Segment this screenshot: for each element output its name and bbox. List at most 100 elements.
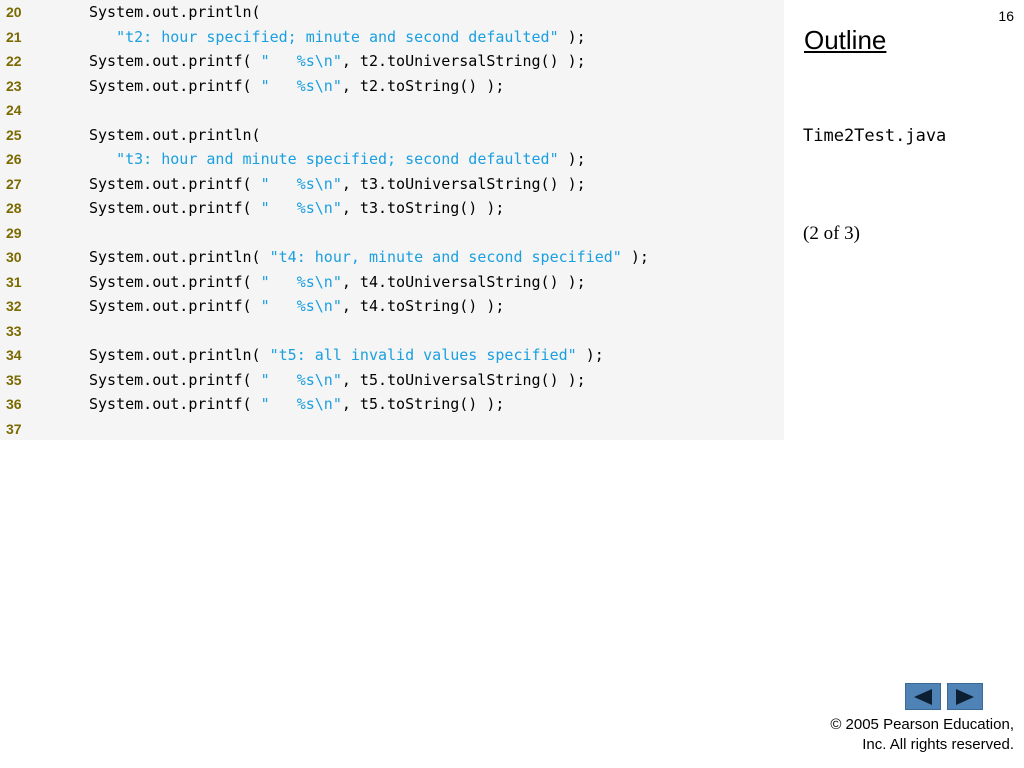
- line-number: 22: [6, 53, 22, 69]
- line-number: 31: [6, 273, 22, 290]
- code-token: System.out.printf(: [89, 199, 261, 217]
- copyright-line-2: Inc. All rights reserved.: [862, 736, 1014, 753]
- code-token: , t3.toString() );: [341, 199, 505, 217]
- code-line: 31 System.out.printf( " %s\n", t4.toUnive…: [0, 270, 784, 294]
- code-text: System.out.printf( " %s\n", t2.toString(…: [89, 74, 504, 98]
- string-literal: "t3: hour and minute specified; second d…: [116, 150, 559, 168]
- code-line: 34 System.out.println( "t5: all invalid v…: [0, 343, 784, 367]
- line-number: 26: [6, 151, 22, 167]
- line-number: 27: [6, 175, 22, 192]
- code-line: 32 System.out.printf( " %s\n", t4.toStrin…: [0, 294, 784, 318]
- line-number: 28: [6, 200, 22, 216]
- line-number: 30: [6, 249, 22, 265]
- string-literal: " %s\n": [260, 199, 342, 217]
- page-number: 16: [998, 8, 1014, 24]
- line-number: 35: [6, 371, 22, 388]
- line-number: 29: [6, 224, 22, 241]
- code-line: 37: [0, 417, 784, 441]
- outline-title[interactable]: Outline: [804, 25, 887, 55]
- code-text: System.out.println( "t4: hour, minute an…: [89, 245, 649, 269]
- line-number: 37: [6, 420, 22, 437]
- code-line: 33: [0, 319, 784, 343]
- code-text: System.out.printf( " %s\n", t4.toUnivers…: [89, 270, 586, 294]
- code-token: , t5.toString() );: [341, 395, 505, 413]
- file-name-label: Time2Test.java: [803, 126, 947, 146]
- code-line: 35 System.out.printf( " %s\n", t5.toUnive…: [0, 368, 784, 392]
- code-line: 36 System.out.printf( " %s\n", t5.toStrin…: [0, 392, 784, 416]
- code-token: , t2.toUniversalString() );: [341, 52, 586, 70]
- right-triangle-icon: [956, 688, 974, 705]
- code-token: );: [576, 346, 604, 364]
- copyright-notice: © 2005 Pearson Education, Inc. All right…: [830, 715, 1014, 755]
- part-indicator: (2 of 3): [803, 223, 860, 244]
- string-literal: "t4: hour, minute and second specified": [269, 248, 622, 266]
- code-text: System.out.println( "t5: all invalid val…: [89, 343, 604, 367]
- string-literal: " %s\n": [260, 52, 342, 70]
- code-token: System.out.printf(: [89, 370, 261, 389]
- string-literal: " %s\n": [260, 297, 342, 315]
- code-token: , t3.toUniversalString() );: [341, 174, 586, 193]
- code-line: 20 System.out.println(: [0, 0, 784, 24]
- code-line: 23 System.out.printf( " %s\n", t2.toStrin…: [0, 74, 784, 98]
- code-text: System.out.printf( " %s\n", t3.toUnivers…: [89, 172, 586, 196]
- left-triangle-icon: [914, 688, 932, 705]
- string-literal: " %s\n": [260, 395, 342, 413]
- code-line: 25 System.out.println(: [0, 123, 784, 147]
- code-text: "t2: hour specified; minute and second d…: [89, 25, 586, 49]
- code-token: System.out.printf(: [89, 297, 261, 315]
- code-token: System.out.printf(: [89, 395, 261, 413]
- code-token: System.out.printf(: [89, 174, 261, 193]
- code-token: System.out.printf(: [89, 76, 261, 95]
- code-token: System.out.println(: [89, 3, 261, 21]
- line-number: 21: [6, 28, 22, 45]
- line-number: 34: [6, 347, 22, 363]
- code-line: 27 System.out.printf( " %s\n", t3.toUnive…: [0, 172, 784, 196]
- code-text: System.out.printf( " %s\n", t4.toString(…: [89, 294, 504, 318]
- code-token: [89, 28, 116, 46]
- copyright-line-1: © 2005 Pearson Education,: [830, 716, 1014, 733]
- code-line: 28 System.out.printf( " %s\n", t3.toStrin…: [0, 196, 784, 220]
- code-token: System.out.printf(: [89, 272, 261, 291]
- next-slide-button[interactable]: [947, 683, 983, 710]
- code-text: System.out.printf( " %s\n", t5.toUnivers…: [89, 368, 586, 392]
- code-token: );: [621, 248, 649, 266]
- code-line: 26 "t3: hour and minute specified; secon…: [0, 147, 784, 171]
- code-text: System.out.printf( " %s\n", t5.toString(…: [89, 392, 504, 416]
- code-token: );: [558, 27, 586, 46]
- code-text: System.out.println(: [89, 123, 261, 147]
- string-literal: " %s\n": [260, 76, 342, 95]
- code-line: 24: [0, 98, 784, 122]
- code-token: System.out.println(: [89, 346, 270, 364]
- string-literal: "t5: all invalid values specified": [269, 346, 577, 364]
- code-text: System.out.printf( " %s\n", t3.toString(…: [89, 196, 504, 220]
- code-token: , t2.toString() );: [341, 76, 505, 95]
- code-line: 29: [0, 221, 784, 245]
- code-token: [89, 150, 116, 168]
- previous-slide-button[interactable]: [905, 683, 941, 710]
- code-line: 22 System.out.printf( " %s\n", t2.toUnive…: [0, 49, 784, 73]
- string-literal: " %s\n": [260, 272, 342, 291]
- code-text: "t3: hour and minute specified; second d…: [89, 147, 586, 171]
- code-line: 21 "t2: hour specified; minute and secon…: [0, 25, 784, 49]
- code-token: System.out.printf(: [89, 52, 261, 70]
- line-number: 33: [6, 322, 22, 339]
- line-number: 23: [6, 77, 22, 94]
- string-literal: "t2: hour specified; minute and second d…: [116, 27, 559, 46]
- code-text: System.out.println(: [89, 0, 261, 24]
- code-token: System.out.println(: [89, 248, 270, 266]
- code-line: 30 System.out.println( "t4: hour, minute …: [0, 245, 784, 269]
- code-token: , t4.toString() );: [341, 297, 505, 315]
- line-number: 32: [6, 298, 22, 314]
- code-token: , t4.toUniversalString() );: [341, 272, 586, 291]
- line-number: 24: [6, 102, 22, 118]
- string-literal: " %s\n": [260, 370, 342, 389]
- code-text: System.out.printf( " %s\n", t2.toUnivers…: [89, 49, 586, 73]
- code-token: , t5.toUniversalString() );: [341, 370, 586, 389]
- line-number: 36: [6, 396, 22, 412]
- string-literal: " %s\n": [260, 174, 342, 193]
- code-token: );: [558, 150, 586, 168]
- code-token: System.out.println(: [89, 125, 261, 144]
- line-number: 20: [6, 4, 22, 20]
- line-number: 25: [6, 126, 22, 143]
